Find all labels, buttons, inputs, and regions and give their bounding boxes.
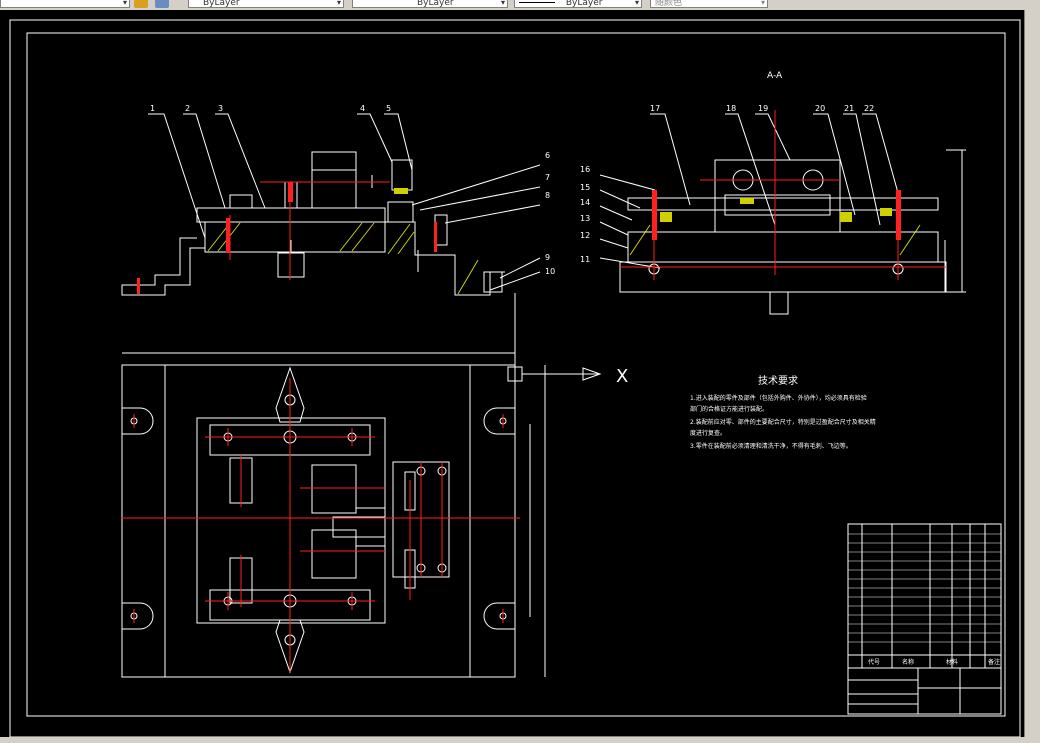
- callout-1: 1: [150, 104, 155, 113]
- lineweight-swatch: [519, 2, 555, 3]
- title-block-rows: [848, 533, 1001, 643]
- tech-requirements-list: 1.进入装配的零件及部件（包括外购件、外协件），均必须具有检验 部门的合格证方能…: [690, 394, 876, 450]
- plotstyle-combo-value: 随颜色: [655, 0, 683, 8]
- callout-18: 18: [726, 104, 736, 113]
- callout-7: 7: [545, 173, 550, 182]
- callout-9: 9: [545, 253, 550, 262]
- chevron-down-icon: ▾: [760, 0, 765, 7]
- tech-requirement-line: 1.进入装配的零件及部件（包括外购件、外协件），均必须具有检验: [690, 394, 867, 402]
- inner-frame: [26, 32, 1006, 717]
- callout-10: 10: [545, 267, 555, 276]
- drawing-canvas[interactable]: X A-A 1 2 3 4 5 6 7 8 9 10 11 12 13 14 1…: [0, 10, 1024, 738]
- plotstyle-combo[interactable]: 随颜色 ▾: [650, 0, 768, 8]
- color-combo[interactable]: ▾: [0, 0, 130, 8]
- tech-requirement-line: 度进行复查。: [690, 429, 726, 437]
- tech-requirement-line: 3.零件在装配前必须清理和清洗干净，不得有毛刺、飞边等。: [690, 442, 852, 450]
- layer-manager-icon[interactable]: [134, 0, 148, 8]
- section-view-a-a: [599, 113, 966, 315]
- layer-stack-icon[interactable]: [155, 0, 169, 8]
- callout-13: 13: [580, 214, 590, 223]
- callout-22: 22: [864, 104, 874, 113]
- chevron-down-icon: ▾: [634, 0, 639, 7]
- linetype-combo[interactable]: ByLayer ▾: [352, 0, 508, 8]
- section-view-callouts: 11 12 13 14 15 16 17 18 19 20 21 22: [580, 104, 874, 264]
- cad-drawing: X A-A 1 2 3 4 5 6 7 8 9 10 11 12 13 14 1…: [9, 19, 1021, 738]
- tech-requirement-line: 2.装配前应对零、部件的主要配合尺寸，特别是过盈配合尺寸及相关精: [690, 418, 876, 426]
- header-code: 代号: [868, 658, 880, 666]
- layer-combo-value: ByLayer: [203, 0, 240, 8]
- properties-toolbar: ▾ ByLayer ▾ ByLayer ▾ ByLayer ▾ 随颜色 ▾: [0, 0, 1040, 10]
- plan-view: [121, 293, 602, 678]
- callout-4: 4: [360, 104, 365, 113]
- fastener-marks: [137, 182, 901, 294]
- title-block-headers: 代号 名称 材料 备注: [868, 658, 1000, 666]
- callout-12: 12: [580, 231, 590, 240]
- layer-combo[interactable]: ByLayer ▾: [188, 0, 344, 8]
- header-material: 材料: [946, 658, 958, 666]
- callout-5: 5: [386, 104, 391, 113]
- callout-19: 19: [758, 104, 768, 113]
- linetype-combo-value: ByLayer: [417, 0, 454, 8]
- callout-8: 8: [545, 191, 550, 200]
- callout-16: 16: [580, 165, 590, 174]
- lineweight-combo[interactable]: ByLayer ▾: [514, 0, 642, 8]
- callout-14: 14: [580, 198, 590, 207]
- axis-x-label: X: [616, 366, 628, 387]
- title-block: [847, 523, 1002, 715]
- chevron-down-icon: ▾: [122, 0, 127, 7]
- callout-20: 20: [815, 104, 825, 113]
- hatch-fills: [394, 188, 892, 222]
- callout-11: 11: [580, 255, 590, 264]
- chevron-down-icon: ▾: [336, 0, 341, 7]
- front-view: [121, 113, 541, 296]
- lineweight-combo-value: ByLayer: [565, 0, 603, 8]
- tech-requirements-title: 技术要求: [758, 374, 798, 387]
- chevron-down-icon: ▾: [500, 0, 505, 7]
- callout-15: 15: [580, 183, 590, 192]
- callout-6: 6: [545, 151, 550, 160]
- callout-21: 21: [844, 104, 854, 113]
- section-label: A-A: [767, 71, 783, 81]
- horizontal-scrollbar[interactable]: [0, 737, 1040, 743]
- hatch-areas: [207, 222, 921, 295]
- callout-3: 3: [218, 104, 223, 113]
- vertical-scrollbar[interactable]: [1024, 10, 1040, 737]
- center-lines: [121, 110, 946, 672]
- header-remark: 备注: [988, 658, 1000, 666]
- tech-requirement-line: 部门的合格证方能进行装配。: [690, 405, 768, 413]
- header-name: 名称: [902, 658, 914, 666]
- callout-17: 17: [650, 104, 660, 113]
- callout-2: 2: [185, 104, 190, 113]
- front-view-callouts: 1 2 3 4 5 6 7 8 9 10: [150, 104, 555, 276]
